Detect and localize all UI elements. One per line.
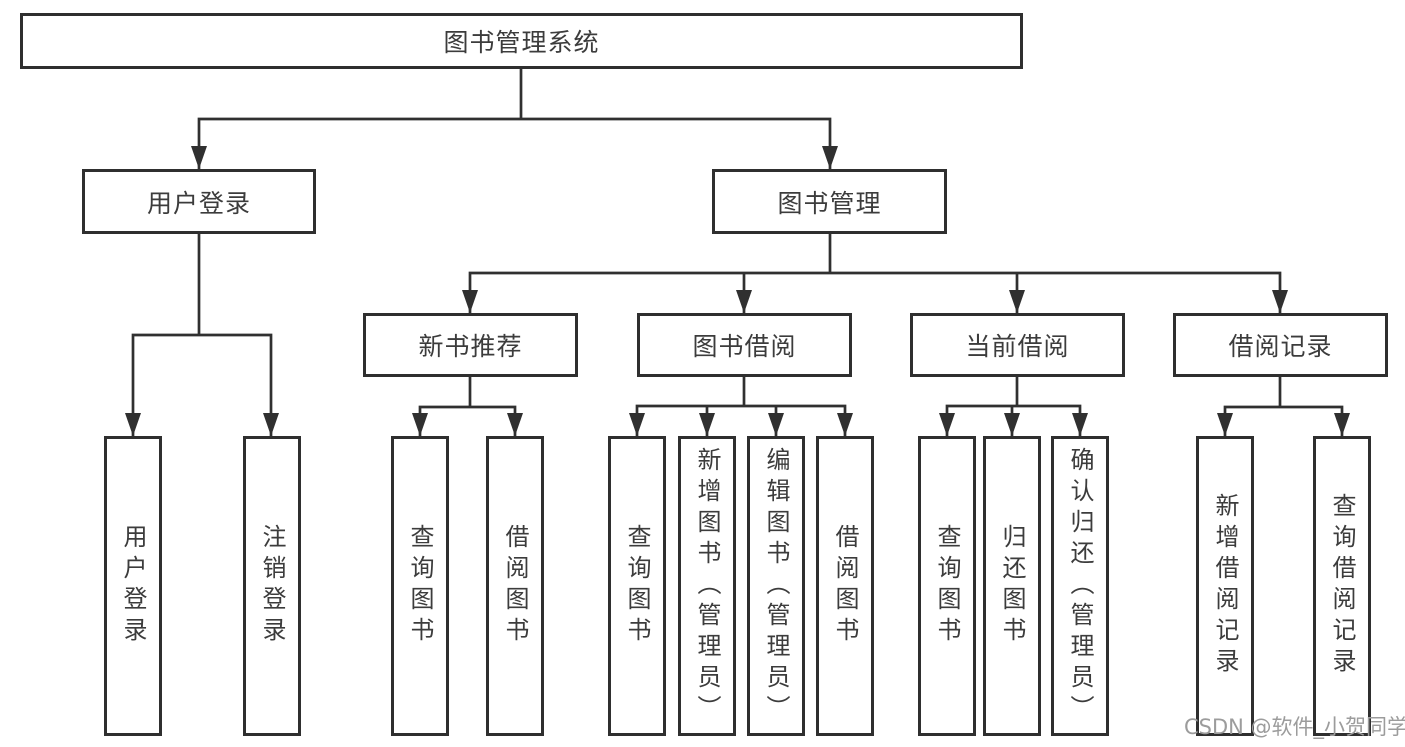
- edge-new-book-to-leaves: [412, 375, 523, 438]
- edge-borrow-records-to-leaves: [1217, 375, 1350, 438]
- arrow-down-icon: [699, 413, 715, 436]
- arrow-down-icon: [462, 290, 478, 313]
- node-label: 查询图书: [406, 524, 434, 648]
- arrow-down-icon: [1272, 290, 1288, 313]
- leaf-edit-books-admin: 编辑图书（管理员）: [747, 436, 805, 736]
- node-book-management: 图书管理: [712, 169, 947, 234]
- node-root-system: 图书管理系统: [20, 13, 1023, 69]
- arrow-down-icon: [629, 413, 645, 436]
- node-label: 查询图书: [933, 524, 961, 648]
- node-label: 借阅记录: [1228, 332, 1333, 361]
- leaf-return-books: 归还图书: [983, 436, 1041, 736]
- node-label: 新增图书（管理员）: [693, 446, 721, 726]
- leaf-search-books-borrowing: 查询图书: [608, 436, 666, 736]
- node-new-book-recommend: 新书推荐: [363, 313, 578, 377]
- node-label: 确认归还（管理员）: [1066, 446, 1094, 726]
- node-label: 图书管理: [777, 188, 882, 218]
- leaf-user-login: 用户登录: [104, 436, 162, 736]
- arrow-down-icon: [1009, 290, 1025, 313]
- node-label: 注销登录: [258, 524, 286, 648]
- leaf-search-borrow-record: 查询借阅记录: [1313, 436, 1371, 736]
- node-label: 当前借阅: [965, 332, 1070, 361]
- node-label: 用户登录: [146, 188, 251, 218]
- leaf-add-borrow-record: 新增借阅记录: [1196, 436, 1254, 736]
- arrow-down-icon: [822, 146, 838, 169]
- leaf-logout: 注销登录: [243, 436, 301, 736]
- edge-user-login-to-leaves: [125, 232, 279, 438]
- node-book-borrowing: 图书借阅: [637, 313, 852, 377]
- arrow-down-icon: [837, 413, 853, 436]
- leaf-borrow-books-borrowing: 借阅图书: [816, 436, 874, 736]
- arrow-down-icon: [1217, 413, 1233, 436]
- node-borrowing-records: 借阅记录: [1173, 313, 1388, 377]
- node-label: 编辑图书（管理员）: [762, 446, 790, 726]
- leaf-borrow-books-recommend: 借阅图书: [486, 436, 544, 736]
- node-label: 新书推荐: [418, 332, 523, 361]
- arrow-down-icon: [1334, 413, 1350, 436]
- node-user-login: 用户登录: [82, 169, 316, 234]
- arrow-down-icon: [1004, 413, 1020, 436]
- node-label: 查询借阅记录: [1328, 493, 1356, 679]
- edge-book-mgmt-to-level3: [462, 232, 1288, 315]
- node-label: 新增借阅记录: [1211, 493, 1239, 679]
- node-label: 图书借阅: [692, 332, 797, 361]
- csdn-watermark: CSDN @软件_小贺同学: [1184, 715, 1405, 739]
- leaf-confirm-return-admin: 确认归还（管理员）: [1051, 436, 1109, 736]
- arrow-down-icon: [507, 413, 523, 436]
- node-current-borrowing: 当前借阅: [910, 313, 1125, 377]
- arrow-down-icon: [191, 146, 207, 169]
- node-label: 借阅图书: [831, 524, 859, 648]
- arrow-down-icon: [125, 413, 141, 436]
- node-label: 用户登录: [119, 524, 147, 648]
- arrow-down-icon: [768, 413, 784, 436]
- node-label: 借阅图书: [501, 524, 529, 648]
- leaf-search-books-recommend: 查询图书: [391, 436, 449, 736]
- arrow-down-icon: [736, 290, 752, 313]
- node-label: 图书管理系统: [443, 28, 600, 57]
- edge-current-borrow-to-leaves: [939, 375, 1088, 438]
- edge-root-to-level2: [191, 67, 838, 171]
- arrow-down-icon: [939, 413, 955, 436]
- leaf-add-books-admin: 新增图书（管理员）: [678, 436, 736, 736]
- node-label: 归还图书: [998, 524, 1026, 648]
- edge-book-borrow-to-leaves: [629, 375, 853, 438]
- node-label: 查询图书: [623, 524, 651, 648]
- arrow-down-icon: [263, 413, 279, 436]
- arrow-down-icon: [1072, 413, 1088, 436]
- arrow-down-icon: [412, 413, 428, 436]
- leaf-search-books-current: 查询图书: [918, 436, 976, 736]
